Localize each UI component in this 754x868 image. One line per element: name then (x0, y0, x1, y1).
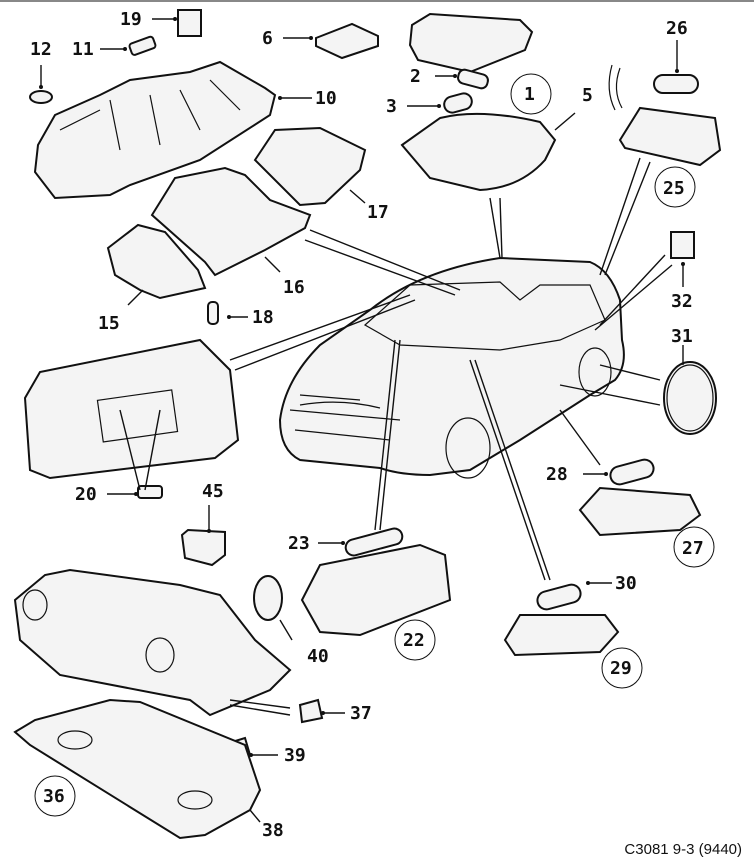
part-20-shape (137, 485, 163, 499)
callout-circle-22 (394, 619, 436, 661)
part-40-shape (253, 575, 283, 621)
part-28-shape (609, 458, 655, 486)
part-32-shape (670, 231, 695, 259)
callout-circle-36 (34, 775, 76, 817)
sun-visor-shape (23, 338, 240, 480)
leader-lines (40, 18, 684, 823)
part-37-shape (298, 698, 324, 724)
part-10-shape (33, 60, 277, 200)
callout-29: 29 (610, 658, 632, 679)
callout-5: 5 (582, 85, 593, 106)
part-3-shape (443, 92, 473, 114)
part-27-shape (578, 486, 702, 537)
callout-31: 31 (671, 326, 693, 347)
part-2-shape (457, 68, 489, 90)
callout-1: 1 (524, 84, 535, 105)
callout-11: 11 (72, 39, 94, 60)
callout-28: 28 (546, 464, 568, 485)
part-25-shape (618, 106, 722, 167)
callout-36: 36 (43, 786, 65, 807)
callout-45: 45 (202, 481, 224, 502)
glove-box-shape (13, 568, 292, 717)
callout-3: 3 (386, 96, 397, 117)
part-6-shape (315, 22, 379, 60)
part-15-shape (106, 223, 207, 300)
callout-6: 6 (262, 28, 273, 49)
callout-38: 38 (262, 820, 284, 841)
part-17-shape (253, 126, 367, 207)
callout-27: 27 (682, 538, 704, 559)
part-31-shape (663, 361, 717, 435)
callout-12: 12 (30, 39, 52, 60)
part-29-shape (503, 614, 620, 657)
part-16-shape (150, 166, 312, 277)
callout-17: 17 (367, 202, 389, 223)
part-18-shape (207, 301, 219, 325)
callout-32: 32 (671, 291, 693, 312)
callout-circle-27 (673, 526, 715, 568)
leader-dots (39, 17, 685, 757)
callout-26: 26 (666, 18, 688, 39)
callout-15: 15 (98, 313, 120, 334)
callout-circle-29 (601, 647, 643, 689)
callout-circle-25 (654, 166, 696, 208)
callout-19: 19 (120, 9, 142, 30)
callout-18: 18 (252, 307, 274, 328)
callout-40: 40 (307, 646, 329, 667)
callout-30: 30 (615, 573, 637, 594)
diagram-caption: C3081 9-3 (9440) (624, 841, 742, 858)
part-5-shape (400, 112, 557, 192)
part-11-shape (128, 35, 157, 56)
callout-39: 39 (284, 745, 306, 766)
part-12-shape (29, 90, 53, 104)
callout-37: 37 (350, 703, 372, 724)
part-19-shape (177, 9, 202, 37)
part-45-shape (180, 528, 226, 567)
part-22-shape (300, 543, 452, 637)
callout-circle-1 (510, 73, 552, 115)
callout-23: 23 (288, 533, 310, 554)
callout-22: 22 (403, 630, 425, 651)
callout-25: 25 (663, 178, 685, 199)
callout-2: 2 (410, 66, 421, 87)
callout-16: 16 (283, 277, 305, 298)
part-26-shape (653, 74, 699, 94)
part-1-shape (408, 12, 534, 74)
part-23-shape (344, 527, 404, 557)
callout-10: 10 (315, 88, 337, 109)
callout-20: 20 (75, 484, 97, 505)
part-30-shape (536, 583, 582, 611)
car-body (278, 256, 625, 479)
part-36-lid-shape (13, 698, 262, 840)
